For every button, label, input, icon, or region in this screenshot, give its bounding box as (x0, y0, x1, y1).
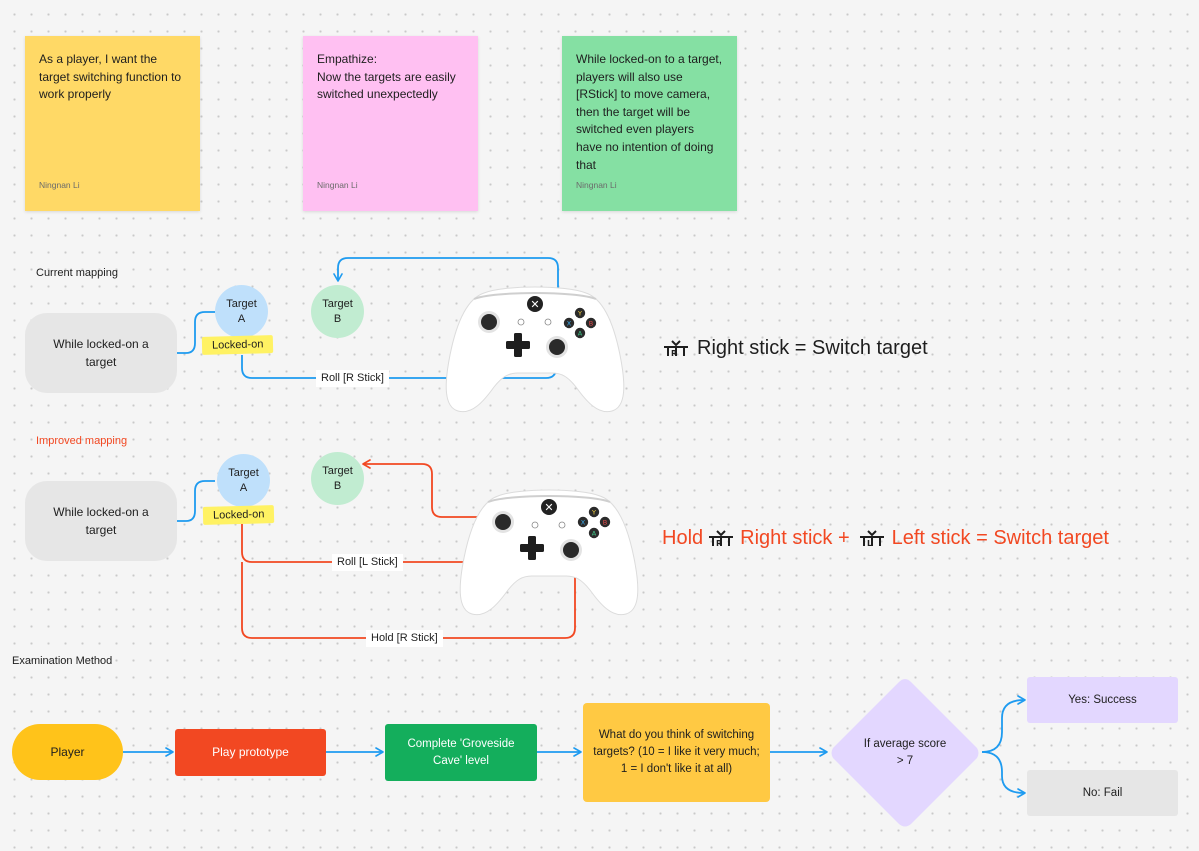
locked-on-state-box-2[interactable]: While locked-on a target (25, 481, 177, 561)
sticky-note-empathize[interactable]: Empathize: Now the targets are easily sw… (303, 36, 478, 211)
current-mapping-rule: R Right stick = Switch target (662, 337, 928, 360)
svg-text:B: B (589, 320, 593, 328)
sticky-note-author: Ningnan Li (576, 180, 617, 191)
svg-text:B: B (603, 519, 607, 527)
sticky-note-user-story[interactable]: As a player, I want the target switching… (25, 36, 200, 211)
target-b-node[interactable]: Target B (311, 285, 364, 338)
svg-text:A: A (592, 530, 597, 538)
improved-mapping-rule: Hold R Right stick + L Left stick = Swit… (662, 527, 1109, 550)
svg-text:X: X (567, 320, 572, 328)
sticky-note-text: Empathize: Now the targets are easily sw… (317, 52, 456, 102)
target-a-node-2[interactable]: Target A (217, 454, 270, 507)
connector-state-to-target-a (176, 311, 215, 354)
left-stick-icon: L (859, 529, 884, 548)
roll-r-stick-label: Roll [R Stick] (316, 370, 389, 387)
svg-text:R: R (716, 539, 722, 548)
svg-text:R: R (671, 349, 677, 358)
locked-on-tag: Locked-on (201, 335, 274, 355)
svg-text:Y: Y (591, 509, 596, 517)
xbox-controller-icon: ✕ Y X B A (459, 489, 639, 616)
target-a-label: Target A (226, 297, 257, 325)
target-a-node[interactable]: Target A (215, 285, 268, 338)
right-stick-icon: R (709, 529, 734, 548)
svg-text:X: X (581, 519, 586, 527)
svg-text:L: L (867, 539, 872, 548)
right-stick-icon: R (664, 339, 688, 358)
decision-label: If average score > 7 (863, 738, 947, 767)
current-mapping-text: Right stick = Switch target (697, 337, 928, 359)
hold-r-stick-label: Hold [R Stick] (366, 630, 443, 647)
no-fail-node[interactable]: No: Fail (1027, 770, 1178, 816)
svg-text:✕: ✕ (544, 501, 553, 514)
locked-on-tag-2: Locked-on (202, 505, 275, 525)
examination-method-label: Examination Method (12, 655, 113, 667)
decision-diamond[interactable] (828, 677, 982, 829)
target-a-label-2: Target A (228, 466, 259, 494)
connector-state-to-target-a-2 (176, 480, 215, 522)
svg-text:Y: Y (577, 310, 582, 318)
improved-mapping-hold: Hold (662, 527, 704, 549)
svg-text:A: A (578, 330, 583, 338)
connector-switch-target-b-2 (362, 459, 498, 518)
sticky-note-author: Ningnan Li (317, 180, 358, 191)
flow-arrow-yes (981, 695, 1026, 753)
sticky-note-author: Ningnan Li (39, 180, 80, 191)
flow-arrow-no (981, 751, 1026, 798)
svg-text:✕: ✕ (530, 298, 539, 311)
improved-mapping-label: Improved mapping (36, 435, 128, 447)
target-b-node-2[interactable]: Target B (311, 452, 364, 505)
target-b-label: Target B (322, 297, 353, 325)
sticky-note-problem[interactable]: While locked-on to a target, players wil… (562, 36, 737, 211)
complete-level-node[interactable]: Complete 'Groveside Cave' level (385, 724, 537, 781)
roll-l-stick-label: Roll [L Stick] (332, 554, 403, 571)
xbox-controller-icon: ✕ Y X B A (445, 286, 625, 413)
target-b-label-2: Target B (322, 464, 353, 492)
question-node[interactable]: What do you think of switching targets? … (583, 703, 770, 802)
yes-success-node[interactable]: Yes: Success (1027, 677, 1178, 723)
improved-mapping-left: Left stick = Switch target (891, 527, 1109, 549)
improved-mapping-right: Right stick + (740, 527, 850, 549)
player-node[interactable]: Player (12, 724, 123, 780)
locked-on-state-box[interactable]: While locked-on a target (25, 313, 177, 393)
connector-switch-target-b (333, 257, 559, 350)
sticky-note-text: While locked-on to a target, players wil… (576, 52, 723, 172)
play-prototype-node[interactable]: Play prototype (175, 729, 326, 776)
current-mapping-label: Current mapping (36, 267, 118, 279)
sticky-note-text: As a player, I want the target switching… (39, 52, 182, 102)
